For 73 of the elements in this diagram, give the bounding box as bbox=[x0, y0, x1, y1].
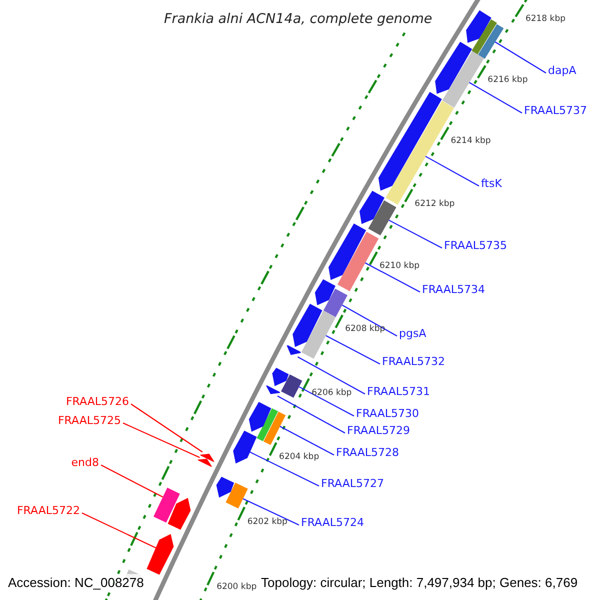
leader-line bbox=[326, 335, 380, 364]
scale-label: 6210 kbp bbox=[379, 261, 420, 272]
gene-block bbox=[216, 476, 234, 498]
gene-bar bbox=[323, 288, 348, 318]
gene-bar bbox=[154, 488, 180, 523]
scale-label: 6200 kbp bbox=[216, 582, 257, 592]
gene-bar bbox=[368, 200, 396, 236]
leader-line bbox=[388, 220, 442, 248]
gene-block bbox=[248, 402, 272, 432]
gene-bar bbox=[442, 51, 484, 108]
gene-label: FRAAL5729 bbox=[347, 424, 410, 437]
gene-label: FRAAL5727 bbox=[321, 477, 384, 490]
leader-line bbox=[277, 396, 346, 434]
gene-block bbox=[146, 534, 174, 575]
gene-bar bbox=[281, 374, 302, 398]
leader-line bbox=[242, 498, 300, 526]
gene-block bbox=[168, 498, 191, 530]
gene-block bbox=[378, 92, 442, 191]
gene-label: FRAAL5732 bbox=[382, 355, 446, 368]
gene-label: FRAAL5734 bbox=[422, 283, 486, 296]
gene-block bbox=[286, 345, 301, 355]
leader-line bbox=[342, 304, 398, 336]
scale-label: 6202 kbp bbox=[247, 516, 288, 527]
gene-label: FRAAL5735 bbox=[444, 239, 508, 252]
gene-label: pgsA bbox=[399, 327, 426, 340]
gene-bar bbox=[226, 482, 248, 508]
gene-bar bbox=[256, 408, 278, 442]
gene-bar bbox=[264, 412, 286, 445]
leader-line bbox=[298, 386, 354, 416]
leader-line bbox=[82, 512, 157, 549]
leader-line bbox=[280, 426, 334, 456]
scale-label: 6214 kbp bbox=[450, 136, 491, 146]
gene-block bbox=[435, 42, 472, 94]
leader-line bbox=[122, 422, 200, 458]
gene-label: ftsK bbox=[481, 177, 502, 190]
gene-block bbox=[466, 10, 492, 43]
gene-block bbox=[292, 304, 322, 347]
gene-label: FRAAL5722 bbox=[16, 504, 80, 517]
gene-bar bbox=[337, 232, 379, 292]
gene-bar bbox=[301, 310, 336, 359]
leader-line bbox=[469, 82, 522, 114]
gene-block bbox=[314, 279, 336, 306]
leader-line bbox=[425, 156, 480, 186]
gene-block bbox=[233, 430, 257, 464]
gene-label: FRAAL5724 bbox=[301, 516, 364, 529]
leader-line bbox=[100, 464, 164, 498]
chart-title: Frankia alni ACN14a, complete genome bbox=[164, 10, 432, 29]
gene-bar bbox=[472, 19, 497, 54]
leader-line bbox=[130, 404, 203, 452]
gene-block bbox=[266, 386, 280, 394]
gene-label: dapA bbox=[548, 64, 576, 77]
leader-line bbox=[249, 451, 320, 486]
scale-label: 6212 kbp bbox=[414, 198, 455, 209]
gene-block bbox=[200, 454, 214, 462]
gene-label: FRAAL5731 bbox=[367, 385, 430, 398]
gene-label: end8 bbox=[71, 456, 99, 469]
gene-block bbox=[198, 458, 212, 467]
gene-label: FRAAL5730 bbox=[356, 407, 420, 420]
gene-label: FRAAL5737 bbox=[524, 104, 588, 117]
scale-label: 6204 kbp bbox=[279, 452, 320, 462]
scale-label: 6218 kbp bbox=[525, 14, 566, 24]
scale-label: 6208 kbp bbox=[345, 324, 386, 334]
leader-line bbox=[297, 356, 366, 394]
scale-label: 6206 kbp bbox=[312, 388, 352, 398]
gene-block bbox=[328, 224, 366, 280]
scale-label: 6216 kbp bbox=[488, 74, 528, 85]
gene-bar bbox=[478, 24, 504, 59]
gene-label: FRAAL5728 bbox=[336, 446, 400, 459]
gene-label: FRAAL5725 bbox=[58, 414, 121, 427]
gene-block bbox=[360, 190, 384, 224]
footer-text: Accession: NC_008278 bbox=[6, 574, 146, 591]
leader-line bbox=[364, 262, 420, 292]
gene-label: FRAAL5726 bbox=[66, 395, 129, 408]
